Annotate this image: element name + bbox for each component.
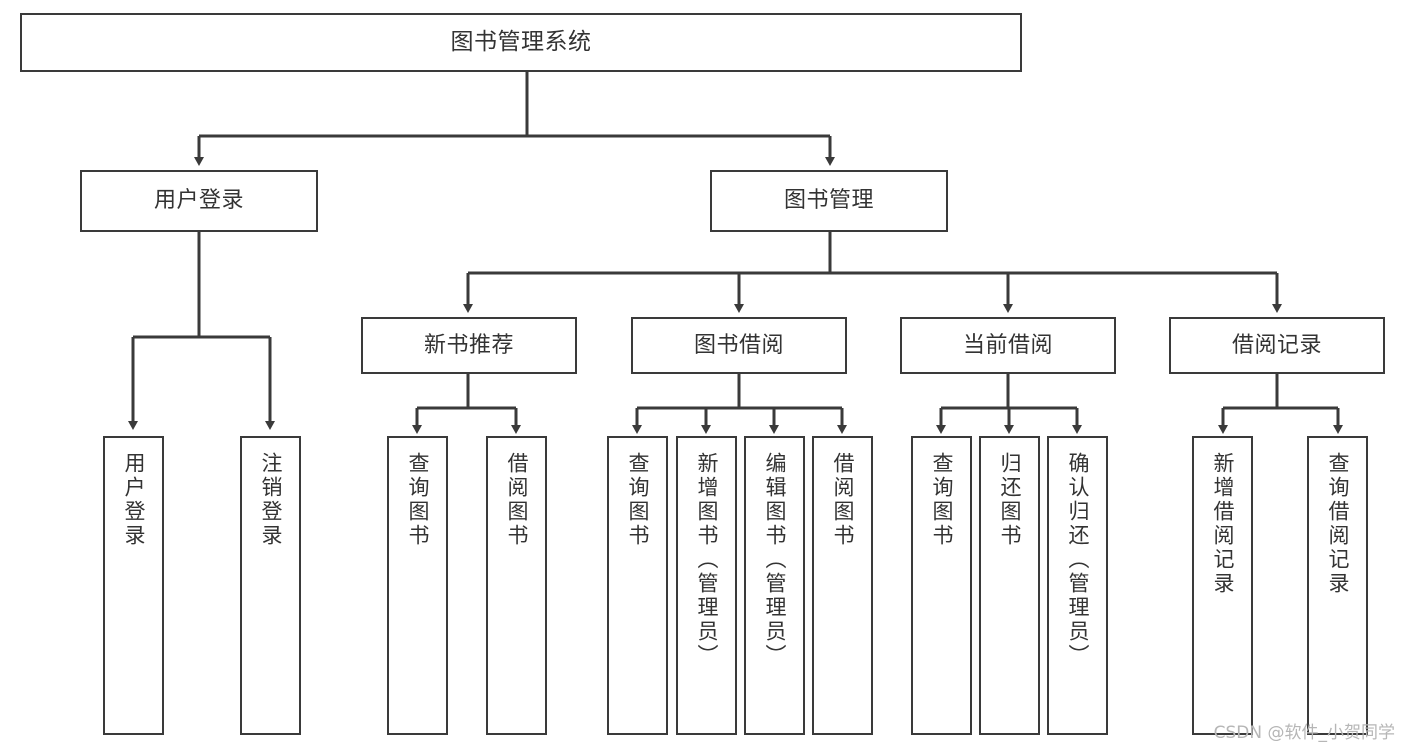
node-leaf-user-login[interactable]: 用户登录 [103, 436, 164, 735]
csdn-watermark: CSDN @软件_小贺同学 [1213, 723, 1395, 743]
node-book-borrow[interactable]: 图书借阅 [631, 317, 847, 374]
node-current-borrow-label: 当前借阅 [962, 332, 1053, 358]
node-leaf-user-logout[interactable]: 注销登录 [240, 436, 301, 735]
node-current-borrow[interactable]: 当前借阅 [900, 317, 1116, 374]
node-leaf-borrow-book-2-label: 借阅图书 [831, 452, 855, 548]
node-borrow-record-label: 借阅记录 [1231, 332, 1322, 358]
node-leaf-query-book-2[interactable]: 查询图书 [607, 436, 668, 735]
node-root[interactable]: 图书管理系统 [20, 13, 1022, 72]
node-leaf-edit-book[interactable]: 编辑图书（管理员） [744, 436, 805, 735]
node-leaf-query-record[interactable]: 查询借阅记录 [1307, 436, 1368, 735]
node-leaf-user-logout-label: 注销登录 [259, 452, 283, 548]
node-leaf-add-record[interactable]: 新增借阅记录 [1192, 436, 1253, 735]
node-leaf-add-record-label: 新增借阅记录 [1211, 452, 1235, 596]
node-user-login[interactable]: 用户登录 [80, 170, 318, 232]
node-book-borrow-label: 图书借阅 [693, 332, 784, 358]
node-leaf-borrow-book-1[interactable]: 借阅图书 [486, 436, 547, 735]
node-borrow-record[interactable]: 借阅记录 [1169, 317, 1385, 374]
node-leaf-add-book-label: 新增图书（管理员） [695, 452, 719, 668]
node-book-manage[interactable]: 图书管理 [710, 170, 948, 232]
node-root-label: 图书管理系统 [450, 29, 592, 56]
node-leaf-query-book-3-label: 查询图书 [930, 452, 954, 548]
node-leaf-borrow-book-2[interactable]: 借阅图书 [812, 436, 873, 735]
node-user-login-label: 用户登录 [153, 188, 244, 214]
node-leaf-user-login-label: 用户登录 [122, 452, 146, 548]
node-leaf-return-book-label: 归还图书 [998, 452, 1022, 548]
node-leaf-query-book-1[interactable]: 查询图书 [387, 436, 448, 735]
node-leaf-confirm-return[interactable]: 确认归还（管理员） [1047, 436, 1108, 735]
node-leaf-query-book-2-label: 查询图书 [626, 452, 650, 548]
node-leaf-edit-book-label: 编辑图书（管理员） [763, 452, 787, 668]
node-book-manage-label: 图书管理 [783, 188, 874, 214]
node-new-book-rec[interactable]: 新书推荐 [361, 317, 577, 374]
node-leaf-query-book-1-label: 查询图书 [406, 452, 430, 548]
node-leaf-return-book[interactable]: 归还图书 [979, 436, 1040, 735]
node-leaf-query-book-3[interactable]: 查询图书 [911, 436, 972, 735]
node-new-book-rec-label: 新书推荐 [423, 332, 514, 358]
node-leaf-borrow-book-1-label: 借阅图书 [505, 452, 529, 548]
node-leaf-confirm-return-label: 确认归还（管理员） [1066, 452, 1090, 668]
node-leaf-query-record-label: 查询借阅记录 [1326, 452, 1350, 596]
node-leaf-add-book[interactable]: 新增图书（管理员） [676, 436, 737, 735]
